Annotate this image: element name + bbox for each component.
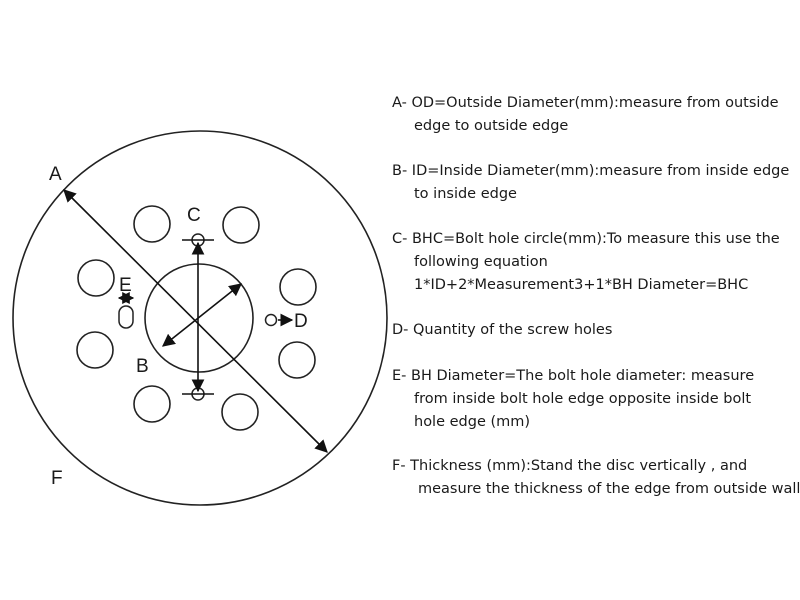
legend-line: 1*ID+2*Measurement3+1*BH Diameter=BHC [414,277,749,293]
bolt-hole [133,205,171,243]
legend-line: following equation [414,254,548,270]
legend-entry-a: A- OD=Outside Diameter(mm):measure from … [392,92,779,138]
bolt-hole [221,393,259,431]
slot-hole [118,305,134,329]
legend-entry-b: B- ID=Inside Diameter(mm):measure from i… [392,160,789,206]
legend-entry-d: D- Quantity of the screw holes [392,319,612,342]
bolt-hole [76,331,114,369]
bolt-hole [279,268,317,306]
legend-line: edge to outside edge [414,118,569,134]
legend-line: F- Thickness (mm):Stand the disc vertica… [392,458,748,474]
label-e: E [119,275,132,296]
legend-line: D- Quantity of the screw holes [392,322,613,338]
id-arrow [161,283,243,347]
legend-entry-e: E- BH Diameter=The bolt hole diameter: m… [392,365,754,434]
legend-entry-f: F- Thickness (mm):Stand the disc vertica… [392,455,800,501]
label-b: B [136,356,149,377]
legend-line: E- BH Diameter=The bolt hole diameter: m… [392,368,755,384]
bolt-hole [77,259,115,297]
legend-line: A- OD=Outside Diameter(mm):measure from … [392,95,779,111]
legend-line: B- ID=Inside Diameter(mm):measure from i… [392,163,790,179]
legend-line: from inside bolt hole edge opposite insi… [414,391,752,407]
screw-hole [264,313,278,327]
bolt-hole [278,341,316,379]
legend-line: hole edge (mm) [414,414,531,430]
bolt-hole [133,385,171,423]
label-f: F [51,468,63,489]
label-c: C [187,205,201,226]
label-d: D [294,311,308,332]
legend-line: C- BHC=Bolt hole circle(mm):To measure t… [392,231,780,247]
outer-circle [12,130,388,506]
legend-line: measure the thickness of the edge from o… [418,481,800,497]
bolt-hole [222,206,260,244]
legend-line: to inside edge [414,186,517,202]
label-a: A [49,164,62,185]
legend-entry-c: C- BHC=Bolt hole circle(mm):To measure t… [392,228,780,297]
